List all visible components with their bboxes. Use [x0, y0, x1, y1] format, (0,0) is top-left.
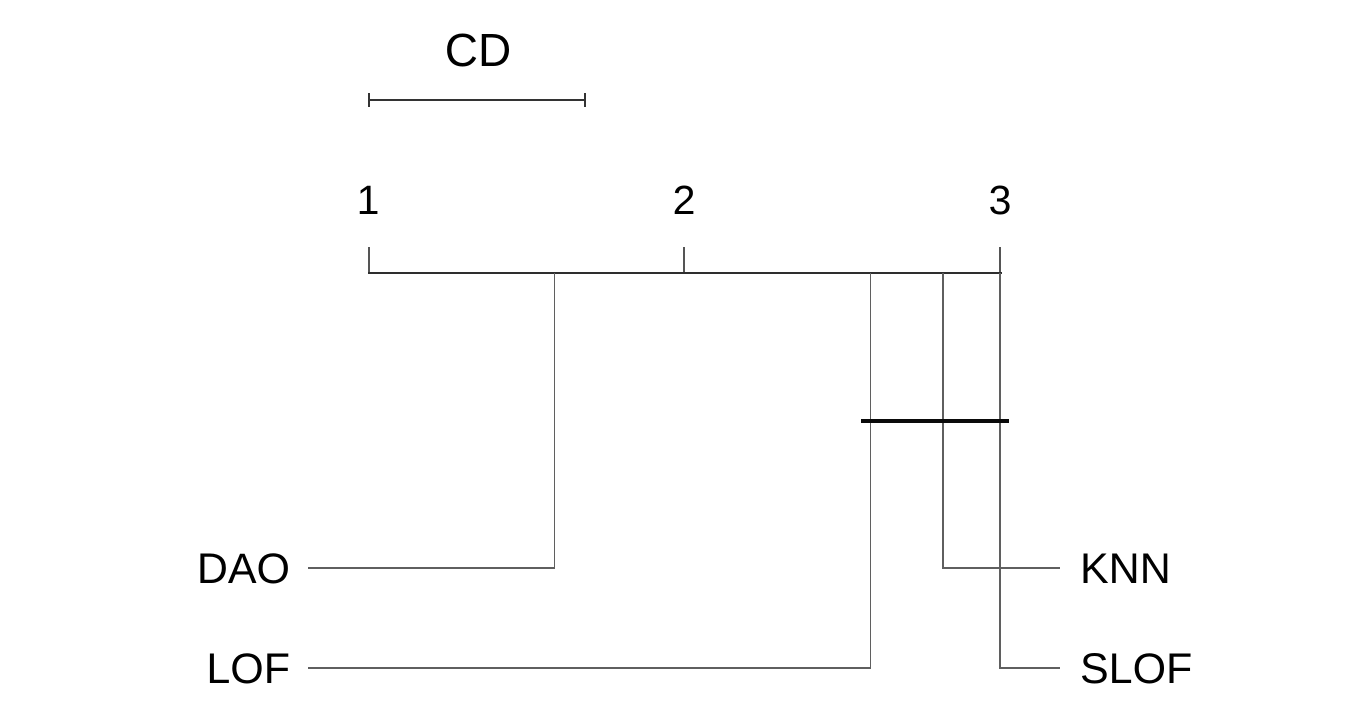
axis-tick-3 — [999, 247, 1001, 272]
lof-label: LOF — [206, 645, 290, 693]
slof-label: SLOF — [1080, 645, 1193, 693]
cd-interval-bar — [368, 99, 587, 101]
knn-label: KNN — [1080, 545, 1171, 593]
lof-vertical-line — [869, 273, 872, 669]
cd-interval-title: CD — [444, 24, 512, 76]
axis-tick-1 — [368, 247, 370, 272]
slof-vertical-line — [999, 273, 1001, 669]
dao-horizontal-line — [308, 567, 555, 569]
lof-horizontal-line — [308, 667, 871, 669]
dao-vertical-line — [553, 273, 556, 569]
clique-bar-1 — [861, 419, 1009, 423]
dao-label: DAO — [196, 545, 290, 593]
axis-tick-label-2: 2 — [672, 177, 696, 223]
axis-tick-label-1: 1 — [356, 177, 380, 223]
axis-tick-2 — [683, 247, 685, 272]
cd-interval-right-cap — [584, 93, 587, 107]
cd-interval-left-cap — [368, 93, 370, 107]
knn-horizontal-line — [943, 567, 1060, 569]
rank-axis-line — [368, 272, 1002, 274]
axis-tick-label-3: 3 — [988, 177, 1012, 223]
slof-horizontal-line — [1000, 667, 1060, 669]
